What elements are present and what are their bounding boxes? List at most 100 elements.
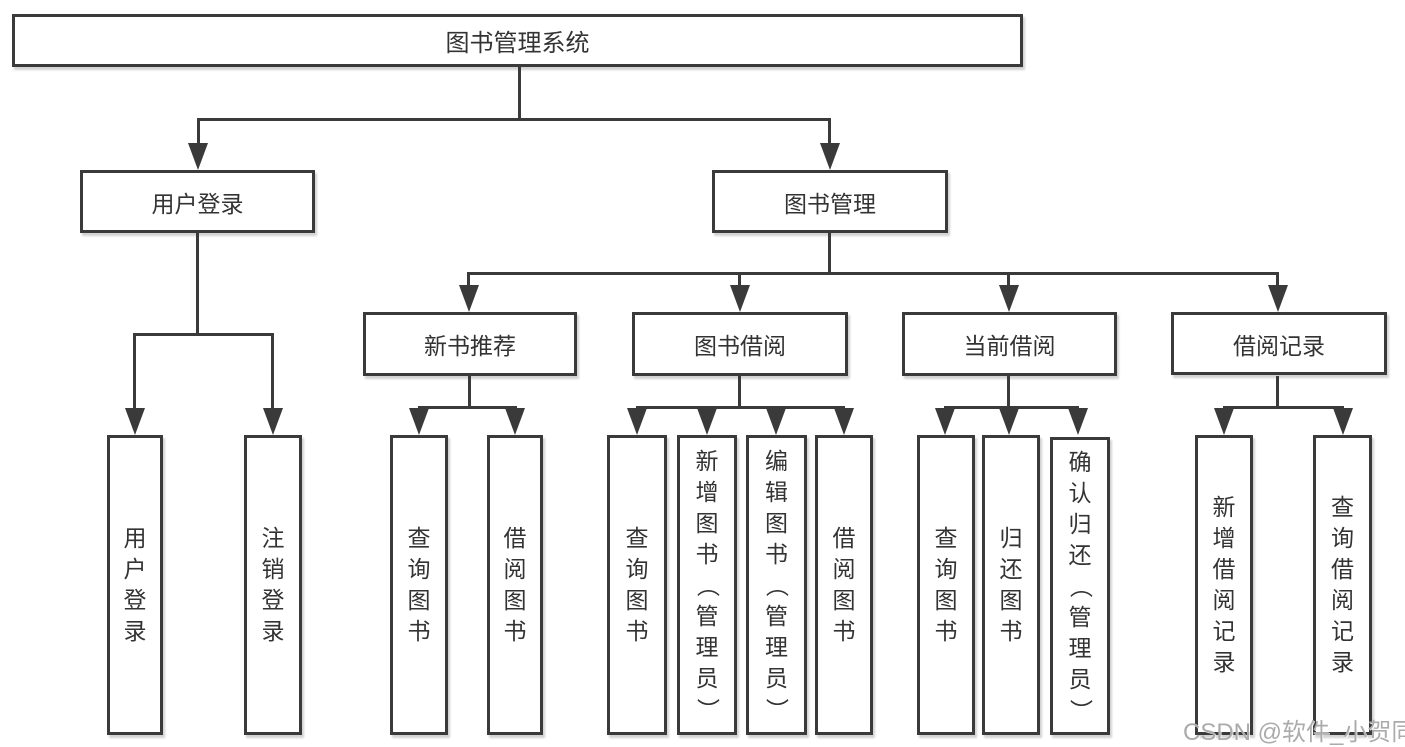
vertical-char: 录 bbox=[261, 618, 285, 644]
vertical-char: （ bbox=[764, 573, 790, 597]
vertical-char: 新 bbox=[695, 447, 719, 474]
vertical-char: 书 bbox=[765, 540, 788, 567]
vertical-char: （ bbox=[694, 573, 721, 597]
arrowhead-icon bbox=[697, 408, 717, 435]
vertical-char: 销 bbox=[261, 556, 285, 582]
vertical-char: 书 bbox=[832, 618, 856, 644]
vertical-char: 认 bbox=[1068, 479, 1092, 506]
connector-line bbox=[1276, 272, 1279, 286]
vertical-char: 员 bbox=[695, 664, 719, 691]
leaf-borrow-books: 借阅图书 bbox=[815, 435, 873, 735]
vertical-char: 书 bbox=[695, 540, 719, 567]
node-book-borrowing: 图书借阅 bbox=[632, 312, 848, 376]
vertical-char: 理 bbox=[765, 633, 788, 660]
leaf-logout: 注销登录 bbox=[244, 435, 302, 735]
connector-line bbox=[738, 272, 741, 286]
arrowhead-icon bbox=[1068, 408, 1088, 435]
connector-line bbox=[1276, 376, 1279, 409]
vertical-char: 员 bbox=[1068, 665, 1092, 692]
vertical-char: 记 bbox=[1331, 618, 1354, 644]
vertical-char: 借 bbox=[1212, 556, 1236, 582]
vertical-char: （ bbox=[1067, 574, 1094, 598]
vertical-char: 查 bbox=[625, 525, 649, 551]
connector-line bbox=[468, 376, 471, 409]
vertical-char: 管 bbox=[695, 602, 719, 629]
vertical-char: 借 bbox=[503, 525, 527, 551]
vertical-char: 图 bbox=[765, 509, 788, 536]
leaf-return-books: 归还图书 bbox=[982, 435, 1040, 735]
connector-line bbox=[828, 118, 831, 144]
vertical-char: 查 bbox=[407, 525, 431, 551]
vertical-char: 增 bbox=[1212, 525, 1236, 551]
vertical-char: 查 bbox=[1331, 494, 1354, 520]
connector-line bbox=[197, 118, 831, 121]
vertical-char: 记 bbox=[1212, 618, 1236, 644]
leaf-user-login: 用户登录 bbox=[107, 435, 163, 735]
arrowhead-icon bbox=[1268, 285, 1288, 312]
vertical-char: 新 bbox=[1212, 494, 1236, 520]
node-library-management-system: 图书管理系统 bbox=[12, 14, 1023, 67]
connector-line bbox=[271, 333, 274, 409]
connector-line bbox=[133, 333, 274, 336]
vertical-char: 编 bbox=[765, 447, 788, 474]
vertical-char: ） bbox=[694, 697, 721, 721]
node-user-login: 用户登录 bbox=[80, 170, 315, 233]
vertical-char: 图 bbox=[832, 587, 856, 613]
vertical-char: 书 bbox=[503, 618, 527, 644]
arrowhead-icon bbox=[505, 408, 525, 435]
connector-line bbox=[467, 272, 470, 286]
vertical-char: 还 bbox=[999, 556, 1023, 582]
connector-line bbox=[944, 406, 1079, 409]
vertical-char: 图 bbox=[934, 587, 958, 613]
connector-line bbox=[196, 233, 199, 336]
arrowhead-icon bbox=[999, 285, 1019, 312]
vertical-char: 图 bbox=[999, 587, 1023, 613]
arrowhead-icon bbox=[820, 143, 840, 170]
vertical-char: 理 bbox=[695, 633, 719, 660]
connector-line bbox=[738, 376, 741, 409]
vertical-char: 户 bbox=[123, 556, 147, 582]
vertical-char: 确 bbox=[1068, 448, 1092, 475]
leaf-borrow-books: 借阅图书 bbox=[487, 435, 543, 735]
vertical-char: 询 bbox=[1331, 525, 1354, 551]
leaf-edit-books-admin: 编辑图书（管理员） bbox=[746, 435, 807, 735]
node-borrowing-records: 借阅记录 bbox=[1171, 312, 1387, 375]
arrowhead-icon bbox=[935, 408, 955, 435]
vertical-char: 借 bbox=[1331, 556, 1354, 582]
vertical-char: 询 bbox=[407, 556, 431, 582]
arrowhead-icon bbox=[459, 285, 479, 312]
vertical-char: 管 bbox=[1068, 603, 1092, 630]
csdn-watermark: CSDN @软件_小贺同学 bbox=[1183, 719, 1405, 746]
vertical-char: 员 bbox=[765, 664, 788, 691]
arrowhead-icon bbox=[766, 408, 786, 435]
arrowhead-icon bbox=[730, 285, 750, 312]
leaf-query-borrow-record: 查询借阅记录 bbox=[1313, 435, 1372, 735]
leaf-query-books: 查询图书 bbox=[390, 435, 448, 735]
vertical-char: 理 bbox=[1068, 634, 1092, 661]
leaf-add-borrow-record: 新增借阅记录 bbox=[1195, 435, 1253, 735]
connector-line bbox=[133, 333, 136, 409]
vertical-char: 归 bbox=[999, 525, 1023, 551]
node-new-book-recommendation: 新书推荐 bbox=[363, 312, 577, 376]
vertical-char: 登 bbox=[123, 587, 147, 613]
node-book-management: 图书管理 bbox=[712, 170, 948, 233]
vertical-char: 阅 bbox=[832, 556, 856, 582]
vertical-char: 辑 bbox=[765, 478, 788, 505]
leaf-confirm-return-admin: 确认归还（管理员） bbox=[1050, 437, 1110, 735]
vertical-char: 书 bbox=[999, 618, 1023, 644]
vertical-char: 书 bbox=[407, 618, 431, 644]
arrowhead-icon bbox=[125, 408, 145, 435]
vertical-char: 图 bbox=[625, 587, 649, 613]
vertical-char: 阅 bbox=[1212, 587, 1236, 613]
vertical-char: 图 bbox=[695, 509, 719, 536]
connector-line bbox=[468, 272, 1279, 275]
vertical-char: 用 bbox=[123, 525, 147, 551]
vertical-char: 录 bbox=[1212, 649, 1236, 675]
connector-line bbox=[828, 233, 831, 275]
vertical-char: 归 bbox=[1068, 510, 1092, 537]
vertical-char: 录 bbox=[123, 618, 147, 644]
vertical-char: 图 bbox=[407, 587, 431, 613]
connector-line bbox=[1007, 376, 1010, 409]
vertical-char: 录 bbox=[1331, 649, 1354, 675]
